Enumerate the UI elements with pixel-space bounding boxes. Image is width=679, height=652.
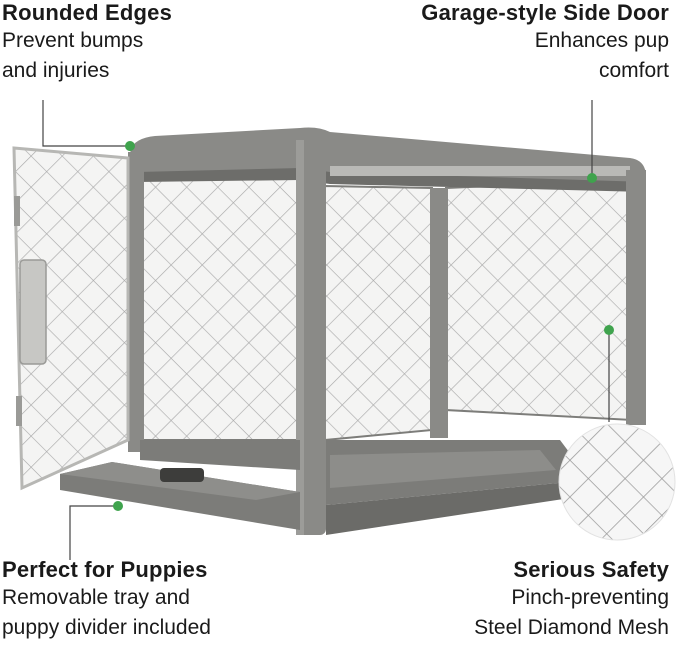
leader-puppies xyxy=(69,505,118,560)
feature-title: Garage-style Side Door xyxy=(421,0,669,25)
open-door xyxy=(12,146,130,491)
mesh-closeup xyxy=(558,423,676,541)
crate-body xyxy=(128,127,646,535)
leader-rounded-edges xyxy=(42,100,130,147)
feature-puppies: Perfect for Puppies Removable tray and p… xyxy=(2,557,302,643)
feature-description: Prevent bumps and injuries xyxy=(2,26,262,86)
feature-description: Pinch-preventing Steel Diamond Mesh xyxy=(369,583,669,643)
removable-tray xyxy=(60,462,300,530)
green-dot-icon xyxy=(125,141,135,151)
feature-rounded-edges: Rounded Edges Prevent bumps and injuries xyxy=(2,0,262,86)
feature-description-line: Steel Diamond Mesh xyxy=(474,616,669,639)
feature-description-line: Enhances pup xyxy=(534,29,669,52)
feature-description-line: Prevent bumps xyxy=(2,29,144,52)
green-dot-icon xyxy=(113,501,123,511)
feature-description: Enhances pup comfort xyxy=(339,26,669,86)
feature-description-line: Removable tray and xyxy=(2,586,190,609)
leader-lines xyxy=(42,100,610,560)
feature-description-line: comfort xyxy=(598,59,669,82)
feature-title: Perfect for Puppies xyxy=(2,557,208,582)
feature-description-line: and injuries xyxy=(2,59,110,82)
feature-title: Serious Safety xyxy=(513,557,669,582)
feature-description-line: puppy divider included xyxy=(2,616,211,639)
feature-description: Removable tray and puppy divider include… xyxy=(2,583,302,643)
green-dot-icon xyxy=(587,173,597,183)
feature-safety: Serious Safety Pinch-preventing Steel Di… xyxy=(369,557,669,643)
feature-description-line: Pinch-preventing xyxy=(511,586,669,609)
feature-title: Rounded Edges xyxy=(2,0,173,25)
green-dot-icon xyxy=(604,325,614,335)
feature-side-door: Garage-style Side Door Enhances pup comf… xyxy=(339,0,669,86)
